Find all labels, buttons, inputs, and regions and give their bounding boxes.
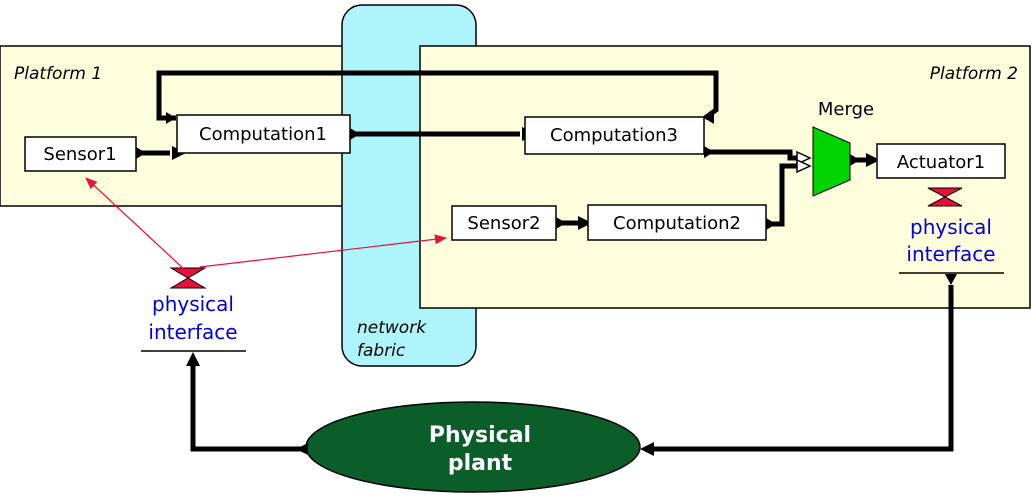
red-link-to-sensor1 <box>85 177 187 272</box>
wire-computation3-merge <box>704 149 797 161</box>
physical-interface-right-line1: physical <box>910 215 992 239</box>
port-sensor1-out <box>136 147 146 159</box>
network-fabric-label-line2: fabric <box>357 341 406 361</box>
physical-plant-line1: Physical <box>429 423 531 448</box>
port-computation1-out <box>350 128 360 140</box>
loop-connection <box>156 70 719 121</box>
computation3-block[interactable]: Computation3 <box>524 116 705 155</box>
arrow-plant-left-interface <box>186 352 200 366</box>
actuator1-label: Actuator1 <box>897 152 985 173</box>
merge-block[interactable] <box>812 126 851 197</box>
port-sensor2-out <box>556 217 566 229</box>
port-right-interface-down <box>945 274 957 285</box>
port-plant-left <box>296 443 308 455</box>
physical-plant-line2: plant <box>448 451 513 476</box>
merge-label: Merge <box>818 99 874 120</box>
computation2-label: Computation2 <box>613 213 741 234</box>
arrow-computation2-merge <box>796 158 812 174</box>
platform-1-label: Platform 1 <box>14 64 102 84</box>
actuator1-block[interactable]: Actuator1 <box>876 143 1006 179</box>
physical-interface-left-line1: physical <box>152 292 234 316</box>
arrow-merge-actuator1 <box>866 153 880 167</box>
arrow-into-plant <box>640 442 654 456</box>
physical-interface-left-icon <box>169 267 207 289</box>
port-computation3-out <box>704 146 714 158</box>
wire-right-interface-to-plant <box>652 285 954 452</box>
computation1-label: Computation1 <box>199 124 327 145</box>
sensor1-block[interactable]: Sensor1 <box>24 136 137 172</box>
computation3-label: Computation3 <box>550 125 678 146</box>
loop-arrow-to-computation1 <box>166 112 176 124</box>
sensor2-label: Sensor2 <box>467 213 540 234</box>
arrow-sensor2-computation2 <box>578 216 592 230</box>
loop-arrow-to-computation3 <box>704 112 714 124</box>
red-link-to-sensor2 <box>199 234 447 268</box>
computation2-block[interactable]: Computation2 <box>587 204 767 241</box>
platform-2-label: Platform 2 <box>930 64 1018 84</box>
physical-interface-right-icon <box>927 187 963 207</box>
wire-plant-to-left-interface <box>190 366 306 452</box>
sensor2-block[interactable]: Sensor2 <box>451 205 557 241</box>
physical-interface-left-line2: interface <box>148 320 237 344</box>
computation1-block[interactable]: Computation1 <box>176 114 351 154</box>
network-fabric-label-line1: network <box>357 318 427 338</box>
port-merge-out <box>850 154 860 166</box>
sensor1-label: Sensor1 <box>43 144 116 165</box>
port-computation2-out <box>766 218 776 230</box>
physical-interface-right-line2: interface <box>906 242 995 266</box>
